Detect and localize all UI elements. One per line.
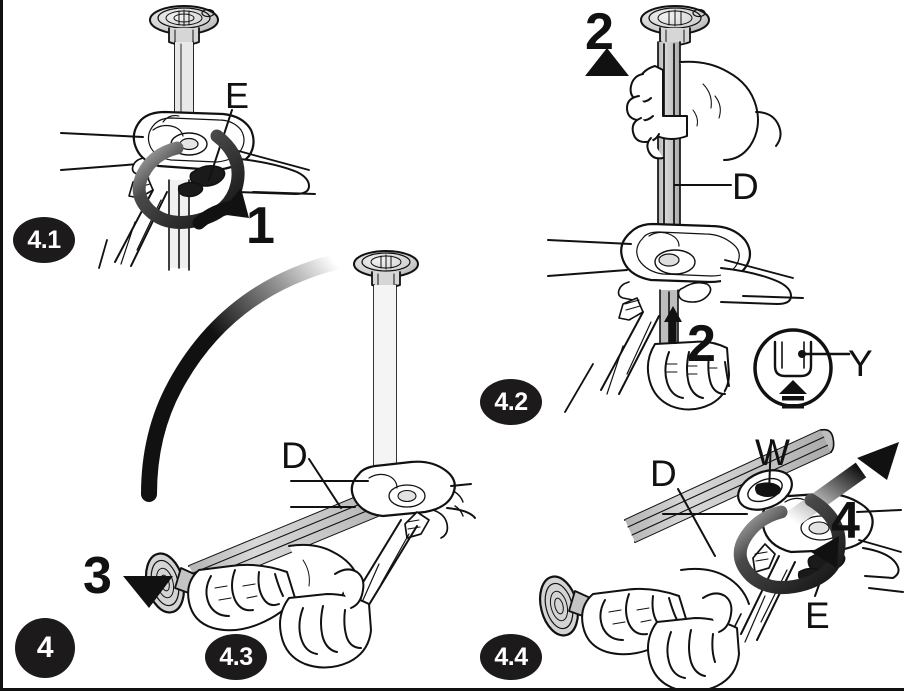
step-number-4: 4 <box>831 492 860 550</box>
step-badge-4: 4 <box>15 618 75 678</box>
callout-label-d-panel-44: D <box>650 453 677 494</box>
panel-41-artwork <box>60 5 316 271</box>
callout-label-y-panel-42: Y <box>848 343 873 384</box>
arrow-3-sweep <box>123 254 343 608</box>
rotation-arrow-4 <box>733 493 846 595</box>
callout-label-e-panel-44: E <box>805 595 830 636</box>
step-number-1: 1 <box>246 197 275 255</box>
step-number-2-lower: 2 <box>687 315 716 373</box>
panel-badge-4-2: 4.2 <box>480 379 542 425</box>
callout-label-d-panel-43: D <box>281 435 308 476</box>
panel-badge-4-4: 4.4 <box>480 634 542 680</box>
panel-42-artwork <box>547 5 851 413</box>
callout-label-d-panel-42: D <box>732 166 759 207</box>
callout-label-w-panel-44: W <box>755 432 790 473</box>
arrow-4-out <box>785 442 899 528</box>
panel-44-artwork <box>454 428 904 688</box>
panel-badge-4-3: 4.3 <box>205 634 267 680</box>
detail-inset-Y <box>753 328 851 409</box>
step-number-3: 3 <box>83 547 112 605</box>
callout-label-e-panel-41: E <box>225 75 250 116</box>
panel-badge-4-1: 4.1 <box>13 217 75 263</box>
step-number-2-upper: 2 <box>585 3 614 61</box>
panel-43-artwork <box>123 250 476 669</box>
arrow-2-lower <box>664 306 682 344</box>
arrow-2-up <box>585 48 629 118</box>
illustration-artwork <box>60 5 904 688</box>
rotation-arrow-1 <box>132 129 249 230</box>
